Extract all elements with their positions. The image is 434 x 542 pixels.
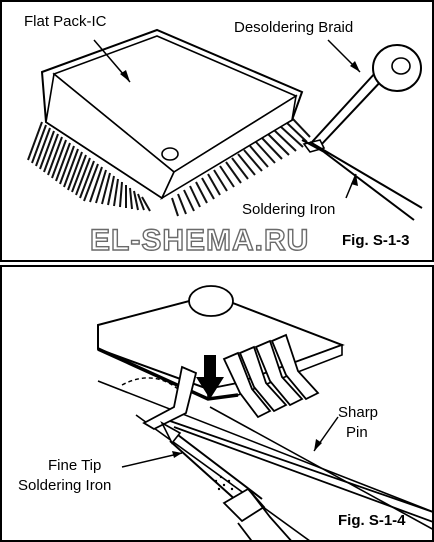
label-sharp-pin-line2: Pin [346,424,368,441]
flat-pack-desoldering-illustration [27,28,423,221]
label-fine-tip-line1: Fine Tip [48,457,102,474]
ic-marker-dot [188,285,234,317]
ic-leads [222,333,320,419]
ic-leads-left [27,121,151,212]
label-fine-tip-line2: Soldering Iron [18,477,112,494]
lifted-lead [142,365,198,431]
ic-leads-right [171,117,311,217]
sharp-pin-removal-illustration [97,285,432,540]
caption-fig-s-1-3: Fig. S-1-3 [342,232,410,249]
sharp-pin [169,420,432,513]
soldering-iron [309,141,423,209]
label-desoldering-braid: Desoldering Braid [234,19,354,36]
caption-fig-s-1-4: Fig. S-1-4 [338,512,406,529]
label-soldering-iron: Soldering Iron [242,201,336,218]
down-arrow [196,355,224,399]
watermark: EL-SHEMA.RU [89,223,310,257]
label-flat-pack-ic: Flat Pack-IC [24,13,107,30]
figure-s-1-3-panel: Flat Pack-IC Desoldering Braid Soldering… [0,0,434,262]
pin-one-marker [161,147,179,161]
label-sharp-pin-line1: Sharp [338,404,379,421]
figure-s-1-4-panel: Sharp Pin Fine Tip Soldering Iron Fig. S… [0,265,434,542]
